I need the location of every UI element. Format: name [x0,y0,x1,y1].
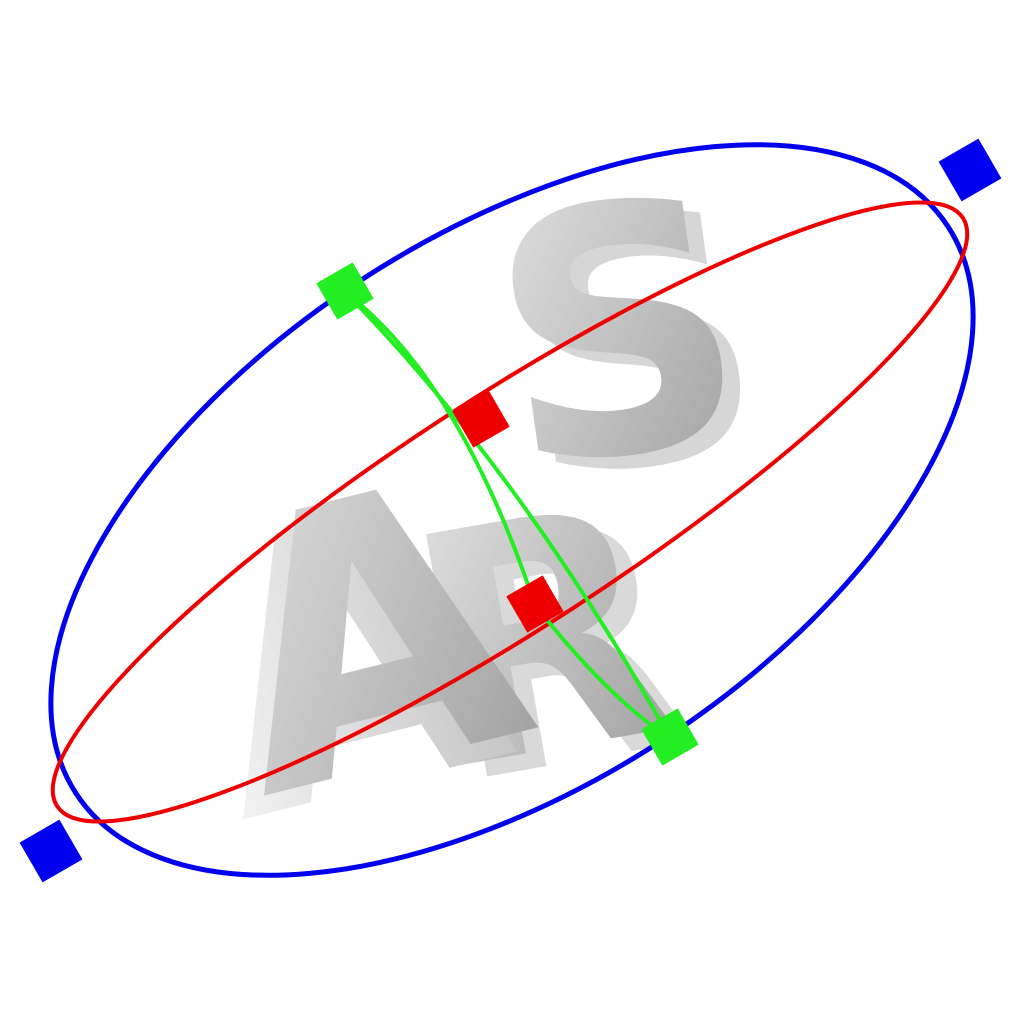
logo-letters: S S R R A A [159,121,786,905]
middle-ring-handle-upper[interactable] [452,390,510,448]
gimbal-handles [19,138,1002,883]
letter-s: S S [470,121,785,559]
letter-s-face: S [470,121,768,547]
inner-ring [343,290,672,740]
middle-ring-handle-center[interactable] [506,575,564,633]
letter-s-extrusion: S [488,133,786,559]
inner-ring-handle-top[interactable] [316,262,374,320]
inner-ring-handle-bottom[interactable] [641,708,699,766]
middle-ring [50,200,970,824]
outer-ring-handle-bottom-left[interactable] [19,819,83,883]
outer-ring-handle-top-right[interactable] [938,138,1002,202]
